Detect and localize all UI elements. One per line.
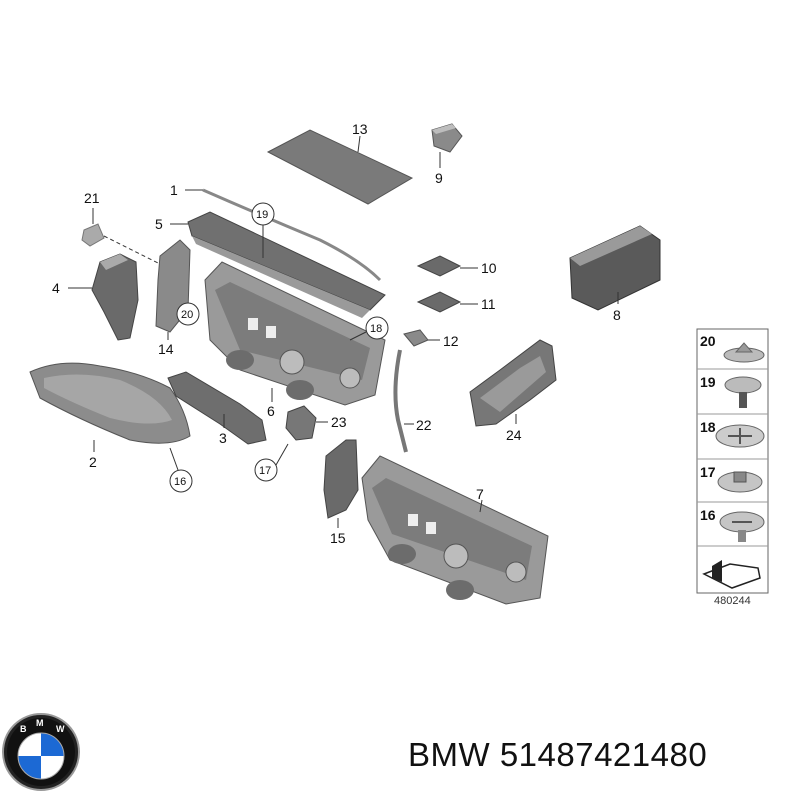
- callout-22: 22: [416, 417, 432, 433]
- part-23-block: [285, 405, 328, 441]
- part-1-seal-strip: [185, 188, 382, 282]
- callout-12: 12: [443, 333, 459, 349]
- part-12-clip: [403, 329, 440, 347]
- callout-19: 19: [256, 209, 268, 221]
- part-15-panel: [323, 439, 359, 528]
- callout-7: 7: [476, 486, 484, 502]
- callout-11: 11: [481, 296, 496, 312]
- part-5-cowl-panel: [170, 211, 386, 318]
- callout-4: 4: [52, 280, 60, 296]
- callout-1: 1: [170, 182, 178, 198]
- part-number-title: BMW 51487421480: [408, 736, 708, 773]
- callout-16: 16: [174, 476, 186, 488]
- part-6-bulkhead: [204, 261, 386, 406]
- callout-17: 17: [259, 465, 271, 477]
- callout-17-circle: [254, 443, 289, 482]
- part-7-bulkhead: [361, 455, 549, 605]
- diagram-code: 480244: [714, 595, 751, 607]
- callout-20: 20: [181, 309, 193, 321]
- part-24-panel: [469, 339, 557, 427]
- part-11-pad: [416, 291, 478, 313]
- callout-2: 2: [89, 454, 97, 470]
- callout-24: 24: [506, 427, 522, 443]
- part-2-mat: [29, 362, 191, 471]
- callout-21: 21: [84, 190, 100, 206]
- callout-19-circle: [251, 202, 275, 258]
- callout-8: 8: [613, 307, 621, 323]
- part-13-insulation-mat: [266, 129, 414, 205]
- callout-13: 13: [352, 121, 368, 137]
- legend-label-19: 19: [700, 374, 716, 390]
- part-3-insulation: [167, 371, 267, 445]
- svg-text:W: W: [56, 724, 65, 734]
- part-9-block: [431, 123, 463, 168]
- legend-label-16: 16: [700, 507, 716, 523]
- part-21-clip: [81, 208, 161, 265]
- callout-16-circle: [169, 469, 193, 493]
- part-10-pad: [416, 255, 478, 277]
- callout-9: 9: [435, 170, 443, 186]
- callout-10: 10: [481, 260, 497, 276]
- callout-23: 23: [331, 414, 347, 430]
- svg-text:M: M: [36, 718, 44, 728]
- legend-label-20: 20: [700, 333, 716, 349]
- callout-20-circle: [176, 302, 200, 326]
- callout-3: 3: [219, 430, 227, 446]
- callout-14: 14: [158, 341, 174, 357]
- legend-label-18: 18: [700, 419, 716, 435]
- part-8-cover: [569, 225, 661, 311]
- callout-15: 15: [330, 530, 346, 546]
- bmw-logo: B M W: [2, 713, 80, 791]
- part-4-bracket: [68, 253, 139, 341]
- svg-text:B: B: [20, 724, 27, 734]
- part-22-strip: [393, 349, 414, 453]
- callout-6: 6: [267, 403, 275, 419]
- arrow-panel-icon: [702, 560, 761, 589]
- callout-18-circle: [349, 316, 389, 341]
- legend-label-17: 17: [700, 464, 716, 480]
- callout-18: 18: [370, 323, 382, 335]
- fastener-legend: [696, 328, 769, 594]
- callout-5: 5: [155, 216, 163, 232]
